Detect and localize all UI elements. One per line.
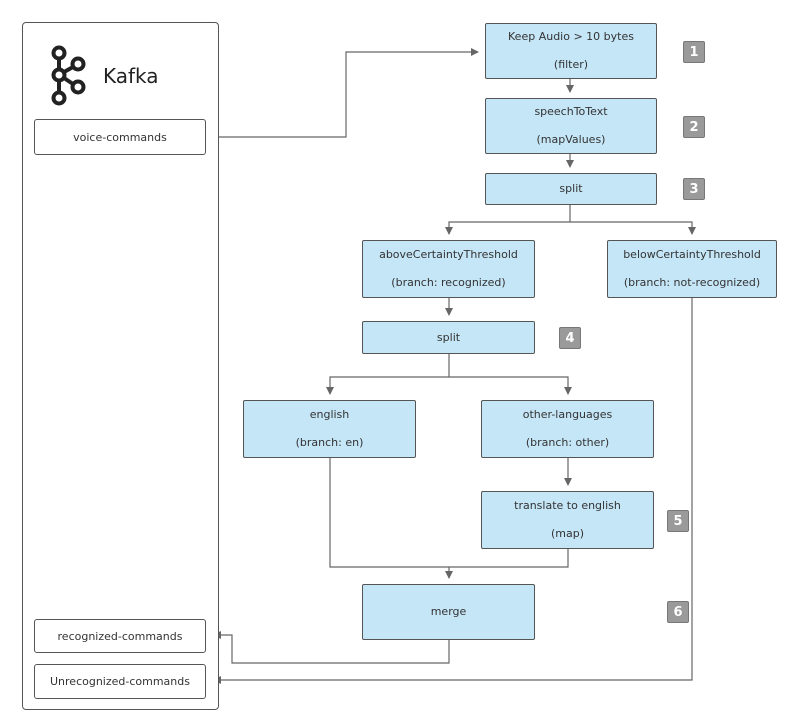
arrow-split2-to-other [449,376,572,395]
topic-recognized-commands-label: recognized-commands [57,629,183,643]
arrow-voice-to-filter [206,48,479,138]
step-badge-2: 2 [683,116,705,138]
step-translate-to-english[interactable]: translate to english (map) [481,491,654,549]
step-keep-audio-type: (filter) [553,58,589,71]
step-keep-audio-filter[interactable]: Keep Audio > 10 bytes (filter) [485,23,657,79]
topic-unrecognized-commands-label: Unrecognized-commands [50,675,190,688]
arrow-split-to-above [445,205,571,235]
arrow-english-to-merge [329,458,453,579]
step-english-type: (branch: en) [295,436,364,449]
step-below-certainty-threshold[interactable]: belowCertaintyThreshold (branch: not-rec… [607,240,777,298]
step-above-certainty-threshold[interactable]: aboveCertaintyThreshold (branch: recogni… [362,240,535,298]
topic-voice-commands-label: voice-commands [73,130,167,144]
step-translate-type: (map) [550,527,585,540]
kafka-title: Kafka [103,64,159,88]
kafka-logo-icon [51,45,86,106]
step-speech-to-text-title: speechToText [534,105,608,118]
step-split-1[interactable]: split [485,173,657,205]
arrow-merge-to-recognized [213,631,450,664]
arrow-below-to-unrecognized [213,298,693,684]
step-other-type: (branch: other) [525,436,610,449]
step-keep-audio-title: Keep Audio > 10 bytes [508,30,634,43]
step-split-2[interactable]: split [362,321,535,354]
step-english-branch[interactable]: english (branch: en) [243,400,416,458]
step-other-title: other-languages [522,408,613,421]
step-translate-title: translate to english [514,499,621,512]
step-merge[interactable]: merge [362,584,535,640]
arrow-split-to-below [570,221,696,235]
step-badge-5: 5 [667,510,689,532]
step-other-languages-branch[interactable]: other-languages (branch: other) [481,400,654,458]
step-above-type: (branch: recognized) [391,276,506,289]
step-speech-to-text[interactable]: speechToText (mapValues) [485,98,657,154]
step-badge-1: 1 [683,41,705,63]
topic-voice-commands[interactable]: voice-commands [34,119,206,155]
arrow-split2-to-english [326,354,450,395]
topic-unrecognized-commands[interactable]: Unrecognized-commands [34,664,206,699]
step-below-type: (branch: not-recognized) [623,276,761,289]
topic-recognized-commands[interactable]: recognized-commands [34,619,206,653]
step-speech-to-text-type: (mapValues) [536,133,606,146]
step-split-2-title: split [436,330,461,344]
step-english-title: english [309,408,350,421]
step-merge-title: merge [430,605,467,618]
step-badge-3: 3 [683,178,705,200]
arrow-translate-to-merge [449,549,569,568]
step-below-title: belowCertaintyThreshold [623,248,761,261]
step-above-title: aboveCertaintyThreshold [379,248,518,261]
step-badge-6: 6 [667,601,689,623]
step-split-1-title: split [559,182,583,195]
step-badge-4: 4 [559,327,581,349]
